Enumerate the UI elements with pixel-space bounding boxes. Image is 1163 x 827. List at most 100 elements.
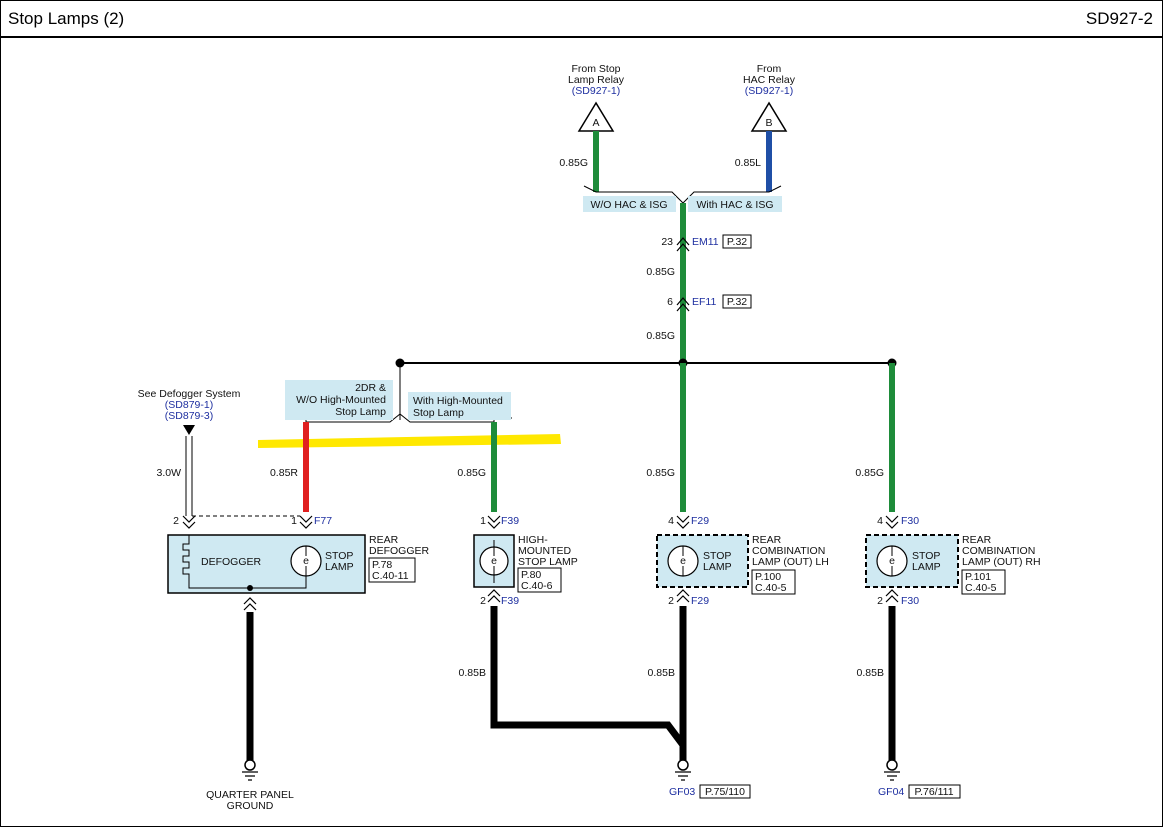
connector-f77-symbol [299, 515, 313, 529]
defogger-lamp-label1: STOP [325, 550, 353, 562]
connector-ef11-name[interactable]: EF11 [692, 296, 716, 308]
ground-gf04-page[interactable]: P.76/111 [914, 786, 953, 798]
rh-conn-page[interactable]: C.40-5 [965, 582, 997, 594]
lh-bulb-glyph: e [680, 555, 686, 567]
ground-gf03-name[interactable]: GF03 [669, 786, 695, 798]
connector-defogger-pin2-symbol [182, 515, 196, 529]
connector-f30-pin4: 4 [877, 515, 883, 527]
rh-page[interactable]: P.101 [965, 571, 991, 583]
wire-rh-out-label: 0.85B [857, 667, 884, 679]
hmsl-conn-page[interactable]: C.40-6 [521, 580, 553, 592]
hmsl-title2: MOUNTED [518, 545, 571, 557]
rh-lamp-label1: STOP [912, 550, 940, 562]
wire-rh-in-label: 0.85G [855, 467, 884, 479]
option-with-hac: With HAC & ISG [696, 199, 773, 211]
ground-quarter-panel-icon [242, 771, 258, 781]
connector-ef11-pin: 6 [667, 296, 673, 308]
wire-hmsl-ground [490, 606, 686, 748]
rear-defogger-title2: DEFOGGER [369, 545, 430, 557]
lh-page-box [751, 569, 796, 595]
rh-title1: REAR [962, 534, 992, 546]
defogger-bulb-glyph: e [303, 555, 309, 567]
ground-gf04-name[interactable]: GF04 [878, 786, 904, 798]
connector-f77-name[interactable]: F77 [314, 515, 332, 527]
wire-3w-label: 3.0W [156, 467, 181, 479]
lh-lamp-label2: LAMP [703, 561, 732, 573]
defogger-label: DEFOGGER [201, 556, 262, 568]
ground-gf03-icon [675, 771, 691, 781]
connector-defogger-ground-symbol [243, 597, 257, 611]
ground-quarter-panel-line1: QUARTER PANEL [206, 789, 294, 801]
source-b-ref[interactable]: (SD927-1) [745, 85, 793, 97]
connector-defogger-pin2: 2 [173, 515, 179, 527]
connector-em11-name[interactable]: EM11 [692, 236, 719, 248]
connector-f30-in-symbol [885, 515, 899, 529]
source-a-line2: Lamp Relay [568, 74, 625, 86]
connector-em11-pin: 23 [661, 236, 673, 248]
branch-left-line1: 2DR & [355, 382, 386, 394]
source-a-line1: From Stop [571, 63, 620, 75]
branch-right-line2: Stop Lamp [413, 407, 464, 419]
connector-f39-name-out[interactable]: F39 [501, 595, 519, 607]
ground-quarter-panel-point [244, 759, 256, 771]
rh-bulb-glyph: e [889, 555, 895, 567]
hmsl-page[interactable]: P.80 [521, 569, 541, 581]
connector-f77-pin: 1 [291, 515, 297, 527]
branch-left-box [285, 380, 393, 420]
rear-defogger-conn-page[interactable]: C.40-11 [372, 570, 409, 582]
lh-page[interactable]: P.100 [755, 571, 781, 583]
defogger-ref-2[interactable]: (SD879-3) [165, 410, 213, 422]
page-code: SD927-2 [1085, 9, 1153, 28]
source-b-line2: HAC Relay [743, 74, 796, 86]
connector-f29-name-out[interactable]: F29 [691, 595, 709, 607]
option-wo-hac: W/O HAC & ISG [590, 199, 667, 211]
wire-main2-label: 0.85G [646, 330, 675, 342]
defogger-ref-arrow [183, 425, 195, 435]
source-a-ref[interactable]: (SD927-1) [572, 85, 620, 97]
ground-gf03-page-box [699, 784, 751, 799]
connector-f39-name-in[interactable]: F39 [501, 515, 519, 527]
ground-gf03-page[interactable]: P.75/110 [705, 786, 745, 798]
connector-ef11-page[interactable]: P.32 [727, 296, 747, 308]
lh-title3: LAMP (OUT) LH [752, 556, 829, 568]
connector-f30-name-out[interactable]: F30 [901, 595, 919, 607]
lh-title2: COMBINATION [752, 545, 825, 557]
rear-defogger-box [167, 534, 366, 594]
wire-source-a-label: 0.85G [559, 157, 588, 169]
defogger-splice [247, 585, 253, 591]
connector-f39-in-symbol [487, 515, 501, 529]
connector-em11-page[interactable]: P.32 [727, 236, 747, 248]
connector-f29-out-symbol [676, 589, 690, 603]
rh-lamp-label2: LAMP [912, 561, 941, 573]
connector-em11-symbol [676, 237, 690, 252]
connector-f30-name-in[interactable]: F30 [901, 515, 919, 527]
rear-defogger-page[interactable]: P.78 [372, 559, 392, 571]
lh-conn-page[interactable]: C.40-5 [755, 582, 787, 594]
hmsl-page-box [517, 567, 562, 593]
branch-right-box [408, 392, 511, 420]
rear-defogger-title1: REAR [369, 534, 399, 546]
rh-title2: COMBINATION [962, 545, 1035, 557]
connector-f39-pin2: 2 [480, 595, 486, 607]
wire-hmsl-in-label: 0.85G [457, 467, 486, 479]
connector-f29-name-in[interactable]: F29 [691, 515, 709, 527]
hmsl-title3: STOP LAMP [518, 556, 578, 568]
option-wo-hac-box [583, 196, 676, 212]
connector-em11-page-box [722, 234, 752, 249]
connector-f39-out-symbol [487, 589, 501, 603]
lh-lamp-label1: STOP [703, 550, 731, 562]
wire-red-label: 0.85R [270, 467, 298, 479]
option-with-hac-box [688, 196, 782, 212]
rear-defogger-page-box [368, 557, 416, 583]
header-bar: Stop Lamps (2) SD927-2 [0, 0, 1163, 38]
source-b-line1: From [757, 63, 782, 75]
defogger-lamp-label2: LAMP [325, 561, 354, 573]
ground-quarter-panel-line2: GROUND [227, 800, 274, 812]
rh-page-box [961, 569, 1006, 595]
ground-gf04-page-box [908, 784, 961, 799]
connector-ef11-symbol [676, 297, 690, 312]
defogger-ref-1[interactable]: (SD879-1) [165, 399, 213, 411]
hmsl-bulb-glyph: e [491, 555, 497, 567]
wire-hmsl-out-label: 0.85B [459, 667, 486, 679]
